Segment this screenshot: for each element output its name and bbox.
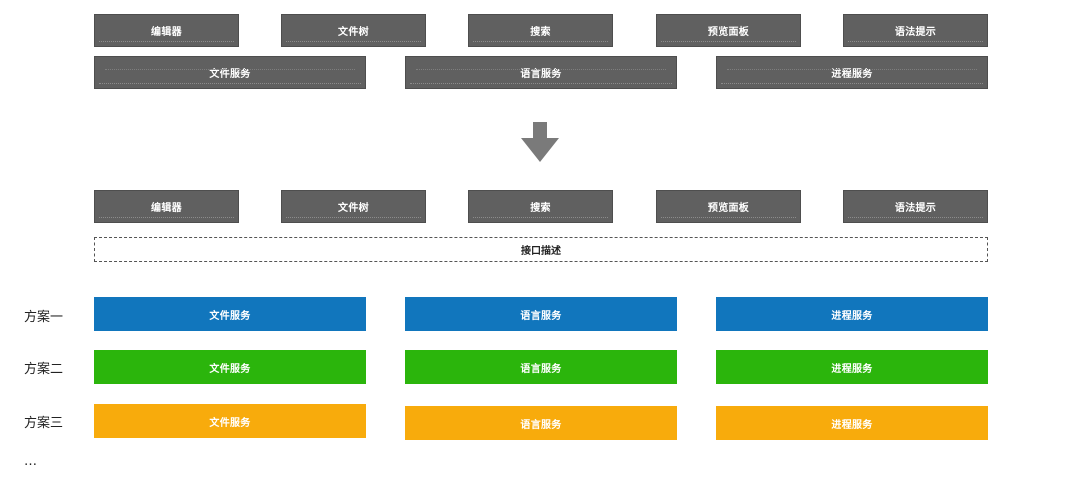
bottom-module-search: 搜索 — [468, 190, 613, 223]
bottom-module-preview-panel: 预览面板 — [656, 190, 801, 223]
top-module-editor: 编辑器 — [94, 14, 239, 47]
interface-description: 接口描述 — [94, 237, 988, 262]
top-service-process: 进程服务 — [716, 56, 988, 89]
top-service-language: 语言服务 — [405, 56, 677, 89]
scheme-1-label: 方案一 — [24, 309, 64, 325]
bottom-module-file-tree: 文件树 — [281, 190, 426, 223]
scheme-1-file-service: 文件服务 — [94, 297, 366, 331]
more-ellipsis: … — [24, 454, 37, 469]
bottom-module-syntax-hint: 语法提示 — [843, 190, 988, 223]
scheme-1-process-service: 进程服务 — [716, 297, 988, 331]
top-module-file-tree: 文件树 — [281, 14, 426, 47]
scheme-2-file-service: 文件服务 — [94, 350, 366, 384]
top-service-file: 文件服务 — [94, 56, 366, 89]
scheme-1-language-service: 语言服务 — [405, 297, 677, 331]
scheme-3-label: 方案三 — [24, 415, 64, 431]
bottom-module-editor: 编辑器 — [94, 190, 239, 223]
scheme-2-language-service: 语言服务 — [405, 350, 677, 384]
down-arrow-icon — [521, 122, 559, 162]
scheme-2-label: 方案二 — [24, 361, 64, 377]
top-module-preview-panel: 预览面板 — [656, 14, 801, 47]
scheme-3-language-service: 语言服务 — [405, 406, 677, 440]
top-module-search: 搜索 — [468, 14, 613, 47]
top-module-syntax-hint: 语法提示 — [843, 14, 988, 47]
scheme-2-process-service: 进程服务 — [716, 350, 988, 384]
scheme-3-process-service: 进程服务 — [716, 406, 988, 440]
scheme-3-file-service: 文件服务 — [94, 404, 366, 438]
